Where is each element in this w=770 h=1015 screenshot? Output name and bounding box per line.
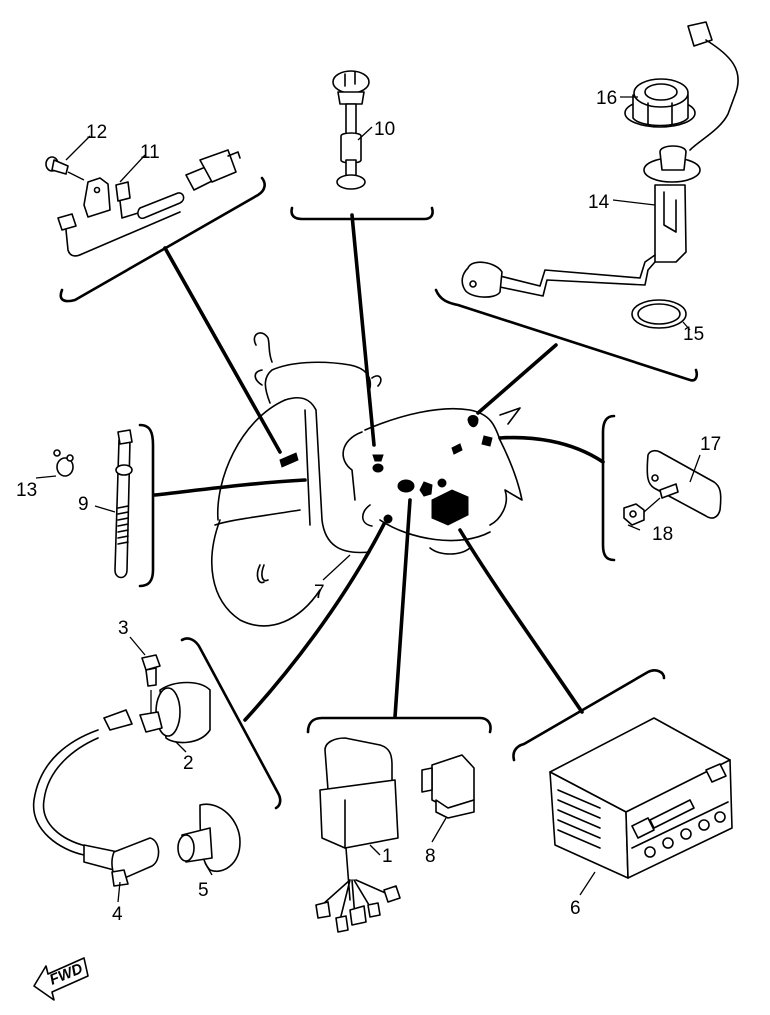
part-14-fuel-sender: [461, 21, 739, 298]
leader-lines: [35, 96, 701, 903]
part-10-post: [332, 70, 370, 190]
part-13-clamp: [53, 449, 74, 477]
callout-4: 4: [112, 904, 123, 925]
part-3-bolt: [141, 654, 161, 720]
forward-direction-arrow: FWD: [33, 957, 89, 1001]
callout-10: 10: [374, 119, 395, 140]
callout-5: 5: [198, 880, 209, 901]
callout-7: 7: [314, 582, 325, 603]
part-5-cap-cover: [177, 803, 241, 872]
callout-18: 18: [652, 524, 673, 545]
part-1-cdi-unit: [315, 737, 401, 933]
part-14-location: [467, 415, 479, 428]
part-2-ignition-coil: [103, 681, 211, 744]
callout-13: 13: [16, 480, 37, 501]
part-9-cable-band: [114, 429, 133, 579]
callout-16: 16: [596, 88, 617, 109]
callout-6: 6: [570, 898, 581, 919]
part-18-nut: [623, 497, 661, 526]
part-11-location: [279, 452, 299, 468]
part-8-location: [397, 479, 415, 493]
part-16-ring-nut: [624, 78, 696, 128]
scooter-body: [211, 332, 523, 627]
callout-labels: 12 11 10 16 14 15 13 9 17 18 7 3 2 4 5 1…: [16, 88, 721, 925]
part-1-location: [419, 481, 433, 497]
part-7-location: [383, 514, 393, 524]
part-6-location: [431, 489, 469, 526]
callout-15: 15: [683, 324, 704, 345]
group-brackets: [59, 176, 699, 810]
callout-3: 3: [118, 618, 129, 639]
part-17-bracket-plate: [646, 449, 722, 519]
connector-lines: [153, 213, 605, 722]
part-17-location: [481, 435, 493, 447]
part-12-screw: [45, 156, 85, 181]
callout-1: 1: [382, 846, 393, 867]
part-15-o-ring: [631, 299, 687, 329]
callout-14: 14: [588, 192, 610, 213]
callout-12: 12: [86, 122, 107, 143]
part-4-spark-plug-cap: [32, 729, 160, 887]
callout-2: 2: [183, 753, 194, 774]
part-11-sensor: [57, 149, 241, 257]
part-6-battery: [549, 717, 733, 879]
callout-8: 8: [425, 846, 436, 867]
callout-9: 9: [78, 494, 89, 515]
callout-17: 17: [700, 434, 721, 455]
part-8-relay: [421, 754, 475, 819]
callout-11: 11: [140, 142, 160, 163]
